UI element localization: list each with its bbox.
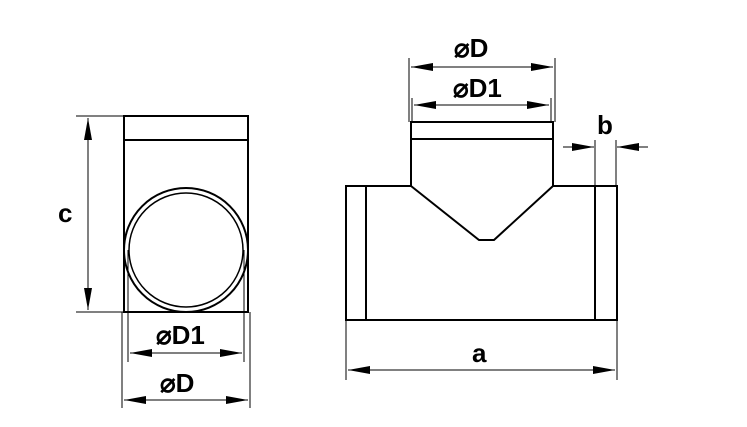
label-a: a — [472, 338, 487, 368]
label-left-d1: ⌀D1 — [156, 320, 205, 350]
front-view — [345, 121, 618, 321]
label-b: b — [597, 110, 613, 140]
label-c: c — [58, 198, 72, 228]
front-view-dimensions — [345, 58, 648, 380]
tee-outline — [345, 121, 618, 321]
branch-joint-line — [410, 185, 554, 241]
label-left-d: ⌀D — [160, 368, 194, 398]
side-view — [123, 115, 249, 313]
label-top-d: ⌀D — [454, 33, 488, 63]
label-top-d1: ⌀D1 — [453, 73, 502, 103]
side-view-outer-circle — [123, 187, 249, 313]
side-view-inner-circle — [128, 192, 244, 308]
side-view-dimensions — [76, 115, 251, 408]
